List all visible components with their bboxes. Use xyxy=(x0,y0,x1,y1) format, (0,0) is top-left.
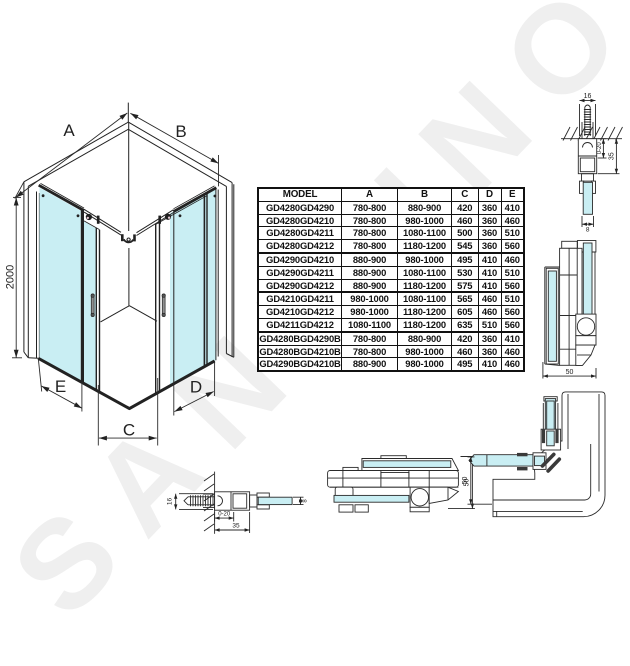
svg-text:D: D xyxy=(190,378,202,397)
svg-text:A: A xyxy=(63,121,75,140)
svg-text:8: 8 xyxy=(303,499,309,503)
svg-text:50: 50 xyxy=(566,369,574,376)
svg-text:35: 35 xyxy=(609,152,616,160)
svg-text:16: 16 xyxy=(584,93,592,100)
svg-text:50: 50 xyxy=(462,477,469,485)
svg-text:0-20: 0-20 xyxy=(218,512,231,518)
svg-text:50: 50 xyxy=(464,479,471,487)
svg-text:0-20: 0-20 xyxy=(597,142,603,155)
svg-text:C: C xyxy=(123,421,135,440)
svg-text:E: E xyxy=(55,377,66,396)
svg-text:35: 35 xyxy=(232,523,240,530)
svg-text:16: 16 xyxy=(167,498,174,506)
svg-text:8: 8 xyxy=(586,227,590,234)
svg-text:2000: 2000 xyxy=(4,265,16,289)
svg-text:B: B xyxy=(175,122,186,141)
